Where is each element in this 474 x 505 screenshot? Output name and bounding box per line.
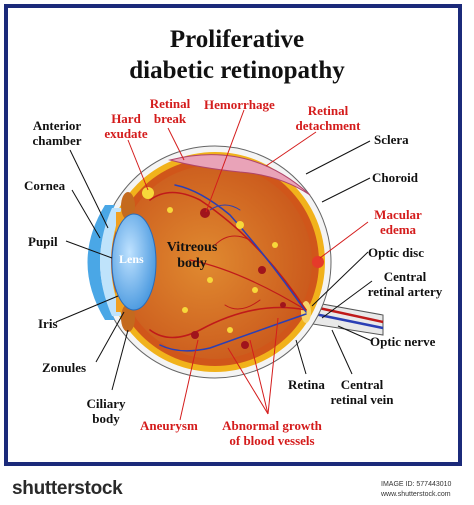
label-aneurysm: Aneurysm	[140, 418, 198, 433]
lesions	[142, 187, 286, 349]
label-optic-disc: Optic disc	[368, 245, 424, 260]
ciliary-body-upper	[121, 192, 135, 220]
site-url: www.shutterstock.com	[381, 491, 451, 498]
label-zonules: Zonules	[42, 360, 87, 375]
label-central-retinal-vein: Central retinal vein	[330, 377, 394, 407]
label-hemorrhage: Hemorrhage	[204, 97, 275, 112]
label-iris: Iris	[38, 316, 58, 331]
label-retina: Retina	[288, 377, 325, 392]
label-choroid: Choroid	[372, 170, 418, 185]
cornea-shape	[87, 205, 115, 320]
vitreous-body	[118, 165, 312, 359]
label-anterior-chamber: Anterior chamber	[32, 118, 82, 148]
leader-lines	[55, 140, 373, 391]
footer-bar	[0, 472, 474, 505]
label-hard-exudate: Hard exudate	[104, 111, 148, 141]
ciliary-body-shape	[121, 304, 135, 332]
title-line-2: diabetic retinopathy	[129, 57, 345, 84]
label-sclera: Sclera	[374, 132, 409, 147]
title-line-1: Proliferative	[169, 26, 305, 53]
anterior-chamber	[100, 208, 122, 316]
macular-edema-spot	[312, 256, 324, 268]
label-retinal-detachment: Retinal detachment	[295, 103, 361, 133]
label-abnormal-growth: Abnormal growth of blood vessels	[222, 418, 322, 448]
label-macular-edema: Macular edema	[374, 207, 422, 237]
label-optic-nerve: Optic nerve	[370, 334, 436, 349]
blood-vessels	[149, 184, 307, 352]
retinal-detachment-area	[169, 154, 311, 196]
label-vitreous-body: Vitreous body	[166, 240, 218, 271]
label-pupil: Pupil	[28, 234, 58, 249]
red-leader-lines	[127, 109, 369, 421]
label-retinal-break: Retinal break	[149, 96, 191, 126]
brand-logo: shutterstock	[12, 478, 123, 499]
label-cornea: Cornea	[24, 178, 66, 193]
label-lens: Lens	[119, 252, 144, 266]
label-ciliary-body: Ciliary body	[86, 396, 126, 426]
image-id: IMAGE ID: 577443010	[381, 481, 452, 488]
lens-shape	[111, 213, 157, 311]
label-central-retinal-artery: Central retinal artery	[367, 269, 443, 299]
